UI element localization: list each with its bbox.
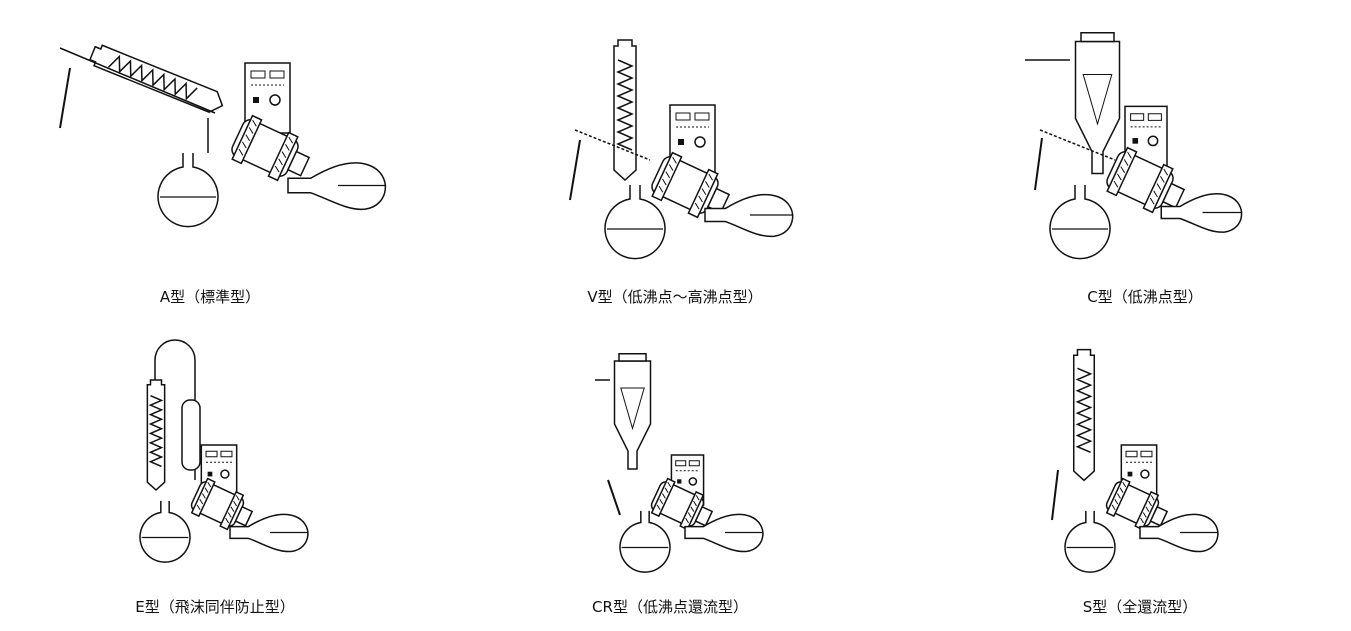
diagram-label: E型（飛沫同伴防止型） bbox=[135, 598, 295, 616]
diagram-s-type: S型（全還流型） bbox=[1030, 340, 1230, 616]
rotary-evaporator-s-illustration bbox=[1030, 348, 1220, 573]
diagram-e-type: E型（飛沫同伴防止型） bbox=[120, 340, 320, 616]
diagram-v-type: V型（低沸点～高沸点型） bbox=[560, 30, 810, 306]
rotary-evaporator-a-illustration bbox=[50, 42, 387, 228]
diagram-label: A型（標準型） bbox=[159, 288, 261, 306]
diagram-label: CR型（低沸点還流型） bbox=[592, 598, 748, 616]
rotary-evaporator-v-illustration bbox=[560, 39, 794, 260]
diagram-cr-type: CR型（低沸点還流型） bbox=[580, 340, 780, 616]
diagram-label: C型（低沸点型） bbox=[1087, 288, 1203, 306]
rotary-evaporator-e-illustration bbox=[139, 340, 310, 563]
diagram-a-type: A型（標準型） bbox=[50, 18, 390, 306]
rotary-evaporator-c-illustration bbox=[1020, 31, 1243, 260]
rotary-evaporator-cr-illustration bbox=[580, 353, 765, 573]
diagram-c-type: C型（低沸点型） bbox=[1020, 30, 1260, 306]
diagram-label: S型（全還流型） bbox=[1082, 598, 1198, 616]
diagram-label: V型（低沸点～高沸点型） bbox=[587, 288, 763, 306]
